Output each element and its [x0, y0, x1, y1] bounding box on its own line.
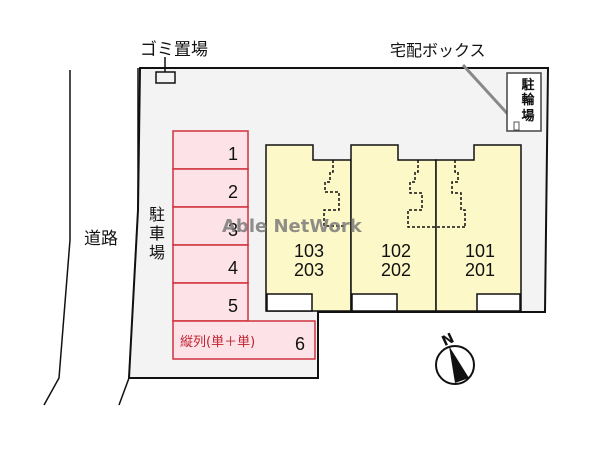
unit-number-103: 103	[294, 241, 324, 261]
bicycle-parking-label-3: 場	[521, 108, 534, 124]
parking-space-5	[172, 282, 249, 322]
parking-number-5: 5	[228, 296, 238, 316]
garbage-area	[155, 57, 176, 84]
unit-number-203: 203	[294, 260, 324, 280]
bicycle-parking-label-1: 駐	[521, 77, 534, 93]
bicycle-parking-label-2: 輪	[521, 92, 535, 108]
stair-102	[407, 160, 465, 228]
unit-number-101: 101	[465, 241, 495, 261]
stair-103	[323, 160, 346, 227]
parking-number-4: 4	[228, 258, 238, 278]
parking-number-6: 6	[295, 334, 305, 354]
unit-number-201: 201	[465, 260, 495, 280]
parking-space-4	[172, 244, 249, 284]
delivery-box	[513, 121, 520, 131]
building	[265, 144, 522, 312]
parking-6-note: 縦列(単＋単)	[180, 334, 255, 350]
unit-102-entrance	[351, 293, 398, 312]
unit-103-entrance	[266, 293, 313, 312]
parking-number-3: 3	[228, 220, 238, 240]
parking-label-2: 車	[149, 224, 165, 243]
parking-space-3	[172, 206, 249, 246]
unit-102-202	[350, 144, 437, 312]
parking-number-2: 2	[228, 182, 238, 202]
parking-label-1: 駐	[149, 205, 165, 224]
unit-number-102: 102	[381, 241, 411, 261]
parking-space-1	[172, 130, 249, 170]
parking-spaces	[172, 130, 316, 360]
delivery-box-label: 宅配ボックス	[390, 41, 486, 60]
parking-label-3: 場	[149, 243, 165, 262]
garbage-label: ゴミ置場	[140, 39, 208, 60]
bicycle-parking-box	[506, 72, 542, 132]
parking-number-1: 1	[228, 144, 238, 164]
unit-101-201	[435, 144, 522, 312]
road-label: 道路	[84, 229, 118, 249]
unit-number-202: 202	[381, 260, 411, 280]
unit-101-entrance	[476, 293, 521, 312]
parking-space-6	[172, 320, 316, 360]
north-compass-icon: N	[435, 330, 475, 385]
watermark: Able NetWork	[222, 216, 363, 237]
stair-101	[451, 160, 466, 227]
